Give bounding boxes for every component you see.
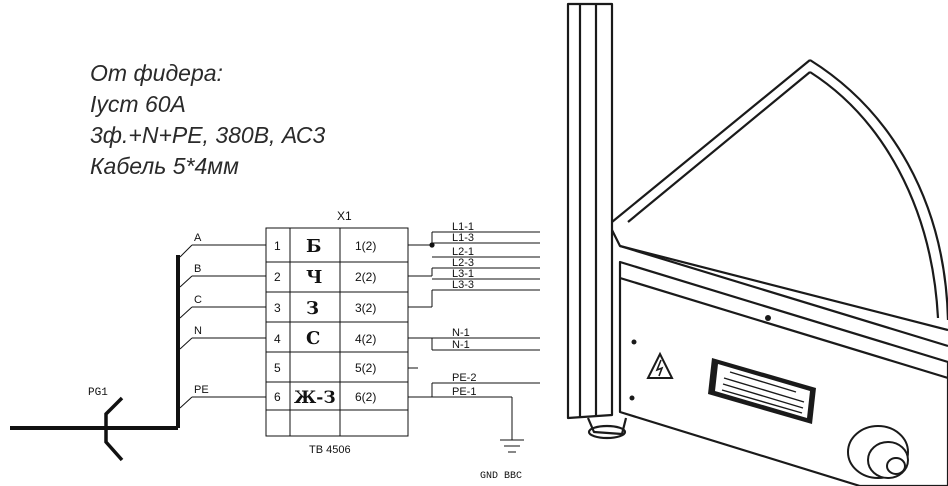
output-label: PE-1	[452, 386, 476, 398]
input-label: B	[194, 263, 201, 275]
output-label: L1-3	[452, 232, 474, 244]
enclosure-post	[566, 2, 614, 420]
enclosure-box	[618, 260, 948, 486]
terminal-output: 1(2)	[355, 239, 376, 253]
output-label: L1-1	[452, 221, 474, 233]
ground-label: GND BBC	[480, 471, 522, 482]
terminal-number: 5	[274, 361, 281, 375]
terminal-output: 6(2)	[355, 390, 376, 404]
wire-color-mark: Ч	[306, 267, 322, 288]
terminal-output: 5(2)	[355, 361, 376, 375]
output-label: L2-1	[452, 246, 474, 258]
spec-line-cable: Кабель 5*4мм	[90, 153, 239, 179]
gland-icon	[847, 425, 909, 479]
input-label: C	[194, 294, 202, 306]
input-label: PE	[194, 384, 209, 396]
enclosure-drawing	[566, 2, 948, 486]
wire-color-mark: С	[306, 328, 320, 349]
wire-color-mark: Ж-З	[294, 388, 336, 408]
terminal-number: 6	[274, 390, 281, 404]
cable-gland-icon	[104, 396, 124, 462]
terminal-output: 4(2)	[355, 332, 376, 346]
junction-dot	[429, 242, 435, 248]
output-label: N-1	[452, 339, 470, 351]
cable-gland-label: PG1	[88, 387, 108, 399]
glass-edge	[809, 59, 948, 321]
terminal-block	[265, 227, 409, 437]
terminal-output: 2(2)	[355, 270, 376, 284]
spec-line-source: От фидера:	[90, 60, 223, 86]
terminal-block-model: TB 4506	[309, 444, 351, 456]
output-label: PE-2	[452, 372, 476, 384]
feeder-cable	[10, 255, 180, 430]
spec-line-current: Iуст 60А	[90, 91, 186, 117]
terminal-number: 1	[274, 239, 281, 253]
wiring-schematic: X1 TB 4506 1 2 3 4 5 6 Б Ч З С Ж-З 1(2) …	[10, 209, 540, 482]
terminal-number: 2	[274, 270, 281, 284]
output-label: L3-3	[452, 279, 474, 291]
terminal-number: 4	[274, 332, 281, 346]
nameplate	[708, 358, 816, 424]
output-label: N-1	[452, 327, 470, 339]
output-label: L2-3	[452, 257, 474, 269]
output-label: L3-1	[452, 268, 474, 280]
wire-color-mark: Б	[306, 236, 321, 257]
wire-color-mark: З	[306, 298, 319, 319]
terminal-number: 3	[274, 301, 281, 315]
input-label: A	[194, 232, 202, 244]
spec-line-phases: 3ф.+N+PE, 380В, АС3	[90, 122, 326, 148]
input-label: N	[194, 325, 202, 337]
terminal-output: 3(2)	[355, 301, 376, 315]
warning-icon	[646, 351, 674, 379]
terminal-block-title: X1	[337, 209, 352, 223]
